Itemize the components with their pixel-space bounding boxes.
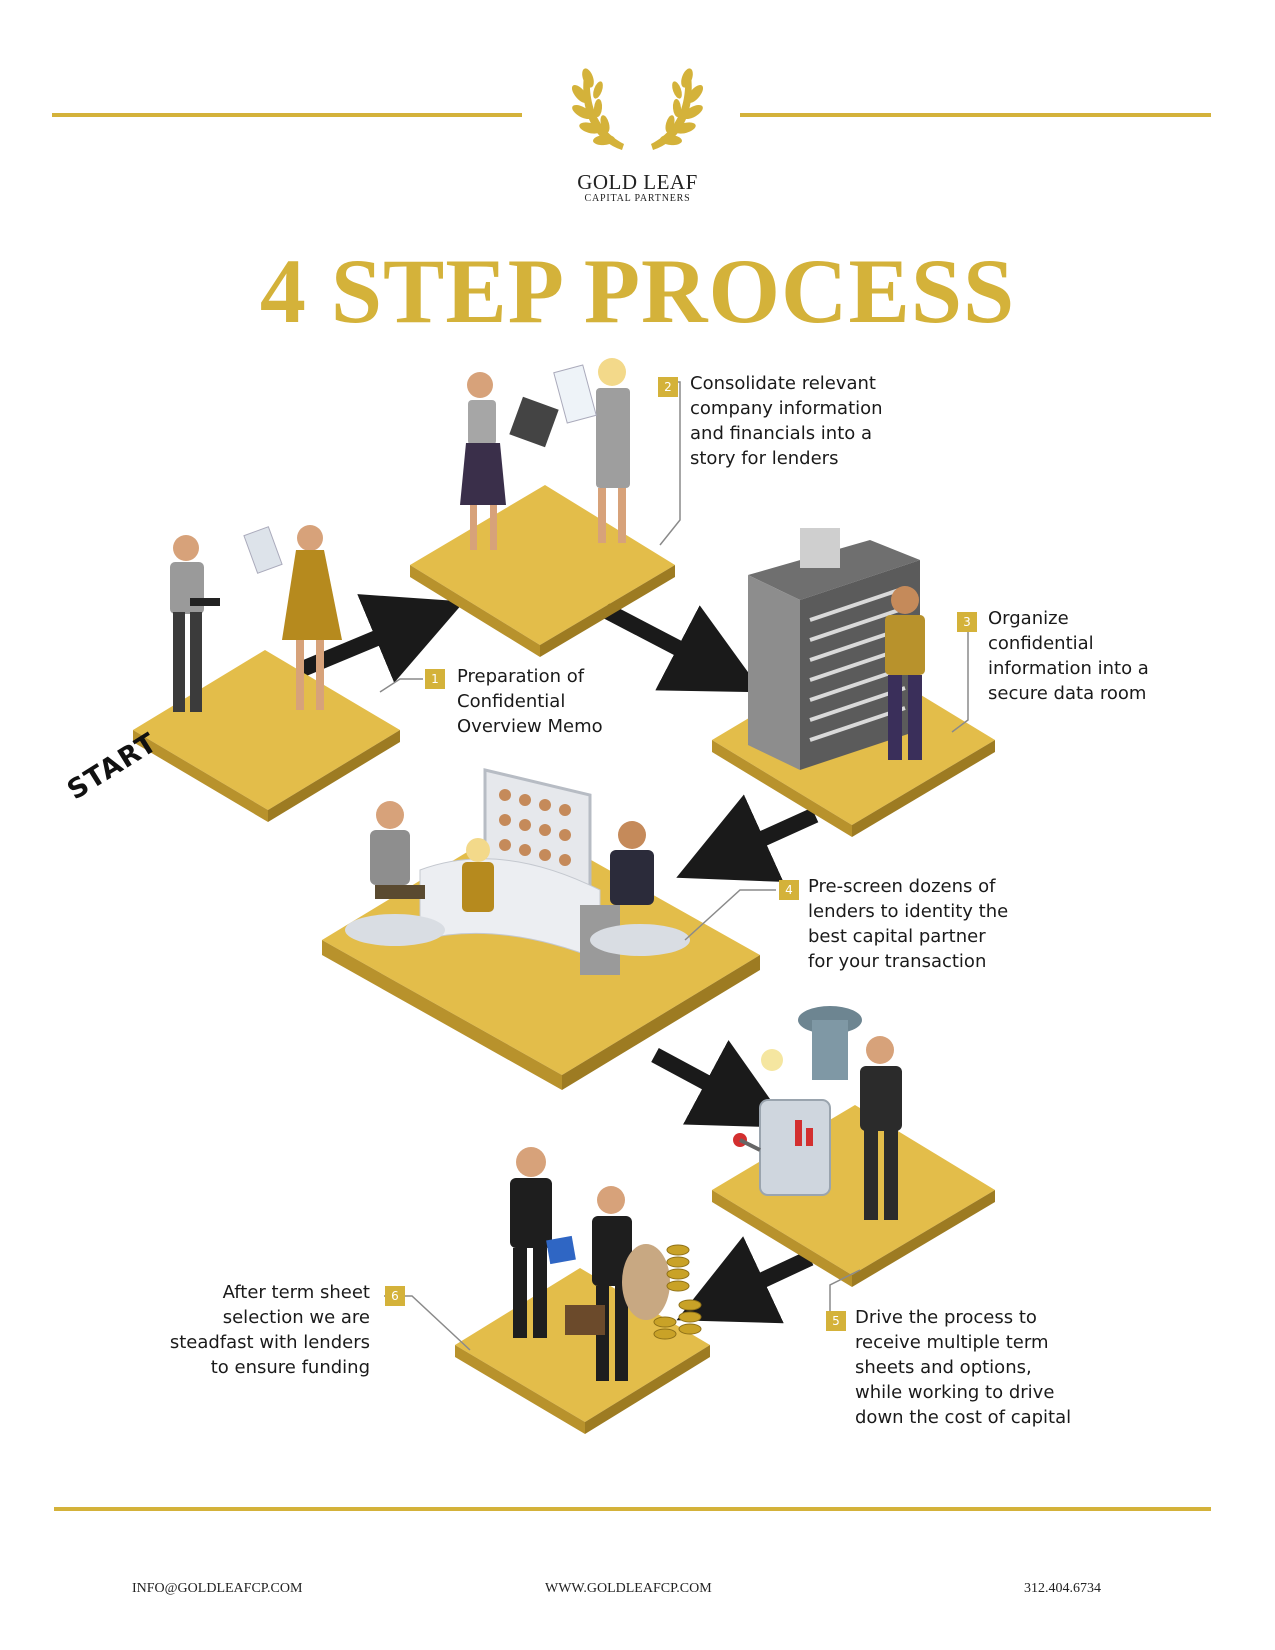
step-5-line: sheets and options,: [855, 1357, 1032, 1378]
step-5-text: Drive the process to receive multiple te…: [855, 1305, 1071, 1430]
step-1-badge: 1: [425, 669, 445, 689]
platform-step-4: [322, 768, 760, 1090]
platform-step-1: [133, 525, 400, 822]
flow-arrow-2: [601, 602, 763, 693]
laurel-wreath-icon: [571, 66, 706, 150]
step-5-line: while working to drive: [855, 1382, 1055, 1403]
step-6-line: selection we are: [222, 1307, 370, 1328]
step-2-line: and financials into a: [690, 423, 873, 444]
footer-phone[interactable]: 312.404.6734: [1024, 1581, 1101, 1596]
step-2-text: Consolidate relevant company information…: [690, 371, 883, 471]
flow-arrow-3: [676, 794, 819, 882]
step-1-text: Preparation of Confidential Overview Mem…: [457, 664, 603, 739]
footer-email-link[interactable]: INFO@GOLDLEAFCP.COM: [132, 1581, 303, 1596]
connector-step-1: [379, 678, 423, 693]
step-6-line: to ensure funding: [210, 1357, 370, 1378]
platform-step-2: [410, 358, 675, 657]
step-1-line: Preparation of: [457, 666, 585, 687]
step-2-line: Consolidate relevant: [690, 373, 876, 394]
step-5-line: Drive the process to: [855, 1307, 1037, 1328]
header-rule-left: [52, 113, 522, 117]
step-2-line: company information: [690, 398, 883, 419]
connector-step-2: [659, 381, 681, 546]
footer-website-link[interactable]: WWW.GOLDLEAFCP.COM: [545, 1581, 712, 1596]
brand-subtitle: CAPITAL PARTNERS: [584, 193, 691, 204]
platform-step-6: [455, 1147, 710, 1434]
step-4-line: best capital partner: [808, 926, 986, 947]
platform-step-5: [712, 1006, 995, 1287]
step-4-badge: 4: [779, 880, 799, 900]
step-6-line: After term sheet: [222, 1282, 370, 1303]
platform-step-3: [712, 528, 995, 837]
step-5-line: down the cost of capital: [855, 1407, 1072, 1428]
step-5-badge: 5: [826, 1311, 846, 1331]
step-1-line: Confidential: [457, 691, 566, 712]
step-3-line: secure data room: [988, 683, 1147, 704]
brand-name: GOLD LEAF: [577, 170, 698, 194]
step-6-text: After term sheet selection we are steadf…: [150, 1280, 370, 1380]
step-3-line: confidential: [988, 633, 1094, 654]
step-4-line: Pre-screen dozens of: [808, 876, 996, 897]
step-3-line: information into a: [988, 658, 1149, 679]
step-4-line: for your transaction: [808, 951, 987, 972]
step-3-line: Organize: [988, 608, 1069, 629]
flow-arrow-5: [676, 1236, 814, 1324]
step-5-line: receive multiple term: [855, 1332, 1049, 1353]
step-2-badge: 2: [658, 377, 678, 397]
flow-arrow-4: [651, 1039, 791, 1128]
page-title: 4 STEP PROCESS: [259, 240, 1016, 342]
step-4-text: Pre-screen dozens of lenders to identity…: [808, 874, 1008, 974]
step-3-text: Organize confidential information into a…: [988, 606, 1149, 706]
step-2-line: story for lenders: [690, 448, 839, 469]
connector-step-4: [684, 889, 776, 941]
step-1-line: Overview Memo: [457, 716, 603, 737]
header-rule-right: [740, 113, 1211, 117]
step-6-line: steadfast with lenders: [169, 1332, 370, 1353]
footer-rule: [54, 1507, 1211, 1511]
step-6-badge: 6: [385, 1286, 405, 1306]
step-4-line: lenders to identity the: [808, 901, 1009, 922]
step-3-badge: 3: [957, 612, 977, 632]
